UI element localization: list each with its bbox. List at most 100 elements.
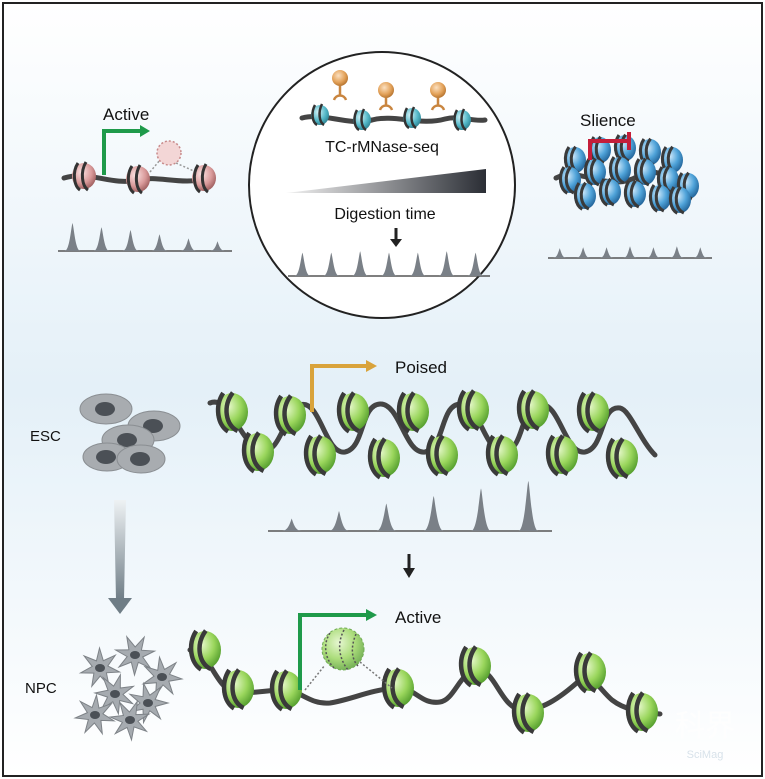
signal-peak (471, 488, 491, 531)
nucleosome-green (269, 669, 302, 712)
poised-nucleosomes (215, 389, 638, 480)
npc-cell (108, 699, 151, 742)
signal-peak (576, 247, 591, 258)
signal-peak (122, 230, 139, 251)
poised-label: Poised (395, 358, 447, 377)
npc-label: NPC (25, 680, 57, 697)
signal-peak (646, 247, 661, 258)
nucleosome-pink (126, 164, 150, 195)
signal-peak (151, 234, 168, 251)
nucleosome-green (625, 691, 658, 734)
active-arrow-top (102, 129, 140, 175)
nucleosome-green (425, 434, 458, 477)
arrowhead (366, 609, 377, 621)
signal-peak (294, 252, 311, 276)
nucleosome-green (456, 389, 489, 432)
signal-peak (467, 252, 484, 276)
signal-peak (623, 246, 637, 258)
signal-peak (409, 252, 426, 276)
nucleosome-teal (453, 108, 471, 132)
signal-peak (552, 248, 567, 258)
signal-peak (329, 511, 349, 531)
npc-cell (113, 635, 157, 677)
nucleosome-teal (403, 106, 421, 130)
differentiation-arrow-head (108, 598, 132, 614)
nucleosome-green (215, 391, 248, 434)
active-label-top: Active (103, 105, 149, 124)
nucleosome-green (573, 651, 606, 694)
esc-cells (79, 393, 181, 474)
nucleosome-blue (608, 155, 631, 185)
peak-track-silence (548, 246, 712, 259)
nucleosome-pink (72, 161, 96, 192)
nucleosome-green (188, 629, 221, 672)
npc-cells (73, 635, 184, 742)
npc-cell (73, 693, 116, 736)
active-label-bottom: Active (395, 608, 441, 627)
nucleosome-blue (633, 157, 656, 187)
signal-peak (599, 247, 614, 258)
silence-bar (588, 139, 629, 160)
signal-peak (281, 518, 302, 531)
active-arrow-bottom (298, 613, 366, 690)
digestion-time-label: Digestion time (334, 206, 435, 223)
signal-peak (64, 223, 81, 251)
digestion-gradient-wedge (286, 169, 486, 193)
nucleosome-green (485, 434, 518, 477)
esc-panel: ESC Poised (30, 358, 658, 614)
signal-peak (669, 246, 684, 258)
nucleosome-teal (311, 103, 329, 127)
nucleosome-green (241, 431, 274, 474)
nucleosome-green (381, 667, 414, 710)
nucleosome-green (336, 391, 369, 434)
compact-chromatin (558, 133, 699, 215)
nucleosome-blue (583, 157, 606, 187)
nucleosome-green (516, 389, 549, 432)
silence-label: Slience (580, 111, 636, 130)
nucleosome-green (605, 437, 638, 480)
peak-track-active (58, 223, 232, 252)
differentiation-arrow-shaft (114, 500, 126, 600)
nucleosome-green (576, 391, 609, 434)
nucleosome-teal (353, 108, 371, 132)
top-active-panel: Active (58, 105, 232, 252)
signal-peak (323, 252, 340, 276)
nucleosome-green (303, 434, 336, 477)
nucleosome-evicted (304, 627, 393, 691)
esc-label: ESC (30, 428, 61, 445)
down-arrow-head (403, 568, 415, 578)
signal-peak (376, 503, 397, 531)
nucleosome-green (511, 692, 544, 735)
signal-peak (93, 227, 110, 251)
poised-arrow (310, 364, 366, 412)
peak-track-method (288, 251, 490, 277)
nucleosome-evicted (149, 140, 197, 173)
signal-peak (209, 241, 226, 251)
peak-track-poised (268, 481, 552, 532)
nucleosome-blue (573, 181, 596, 211)
npc-panel: NPC Active (25, 608, 663, 742)
nucleosome-green (396, 391, 429, 434)
top-silence-panel: Slience (548, 111, 712, 259)
nucleosome-green (545, 434, 578, 477)
down-arrow-head (390, 239, 402, 247)
signal-peak (381, 252, 397, 276)
nucleosome-green (367, 437, 400, 480)
nucleosome-blue (648, 183, 671, 213)
signal-peak (352, 251, 369, 276)
arrowhead (140, 125, 150, 137)
nucleosome-green (458, 645, 491, 688)
npc-nucleosomes (188, 629, 658, 735)
signal-peak (423, 496, 444, 531)
nucleosome-blue (613, 133, 636, 163)
method-panel: TC-rMNase-seq Digestion time (248, 51, 516, 319)
arrowhead (366, 360, 377, 372)
nucleosome-blue (668, 185, 691, 215)
nucleosome-green (221, 668, 254, 711)
mnase-enzyme (430, 82, 446, 111)
signal-peak (518, 481, 539, 531)
signal-peak (693, 247, 708, 258)
npc-cell (93, 672, 136, 716)
